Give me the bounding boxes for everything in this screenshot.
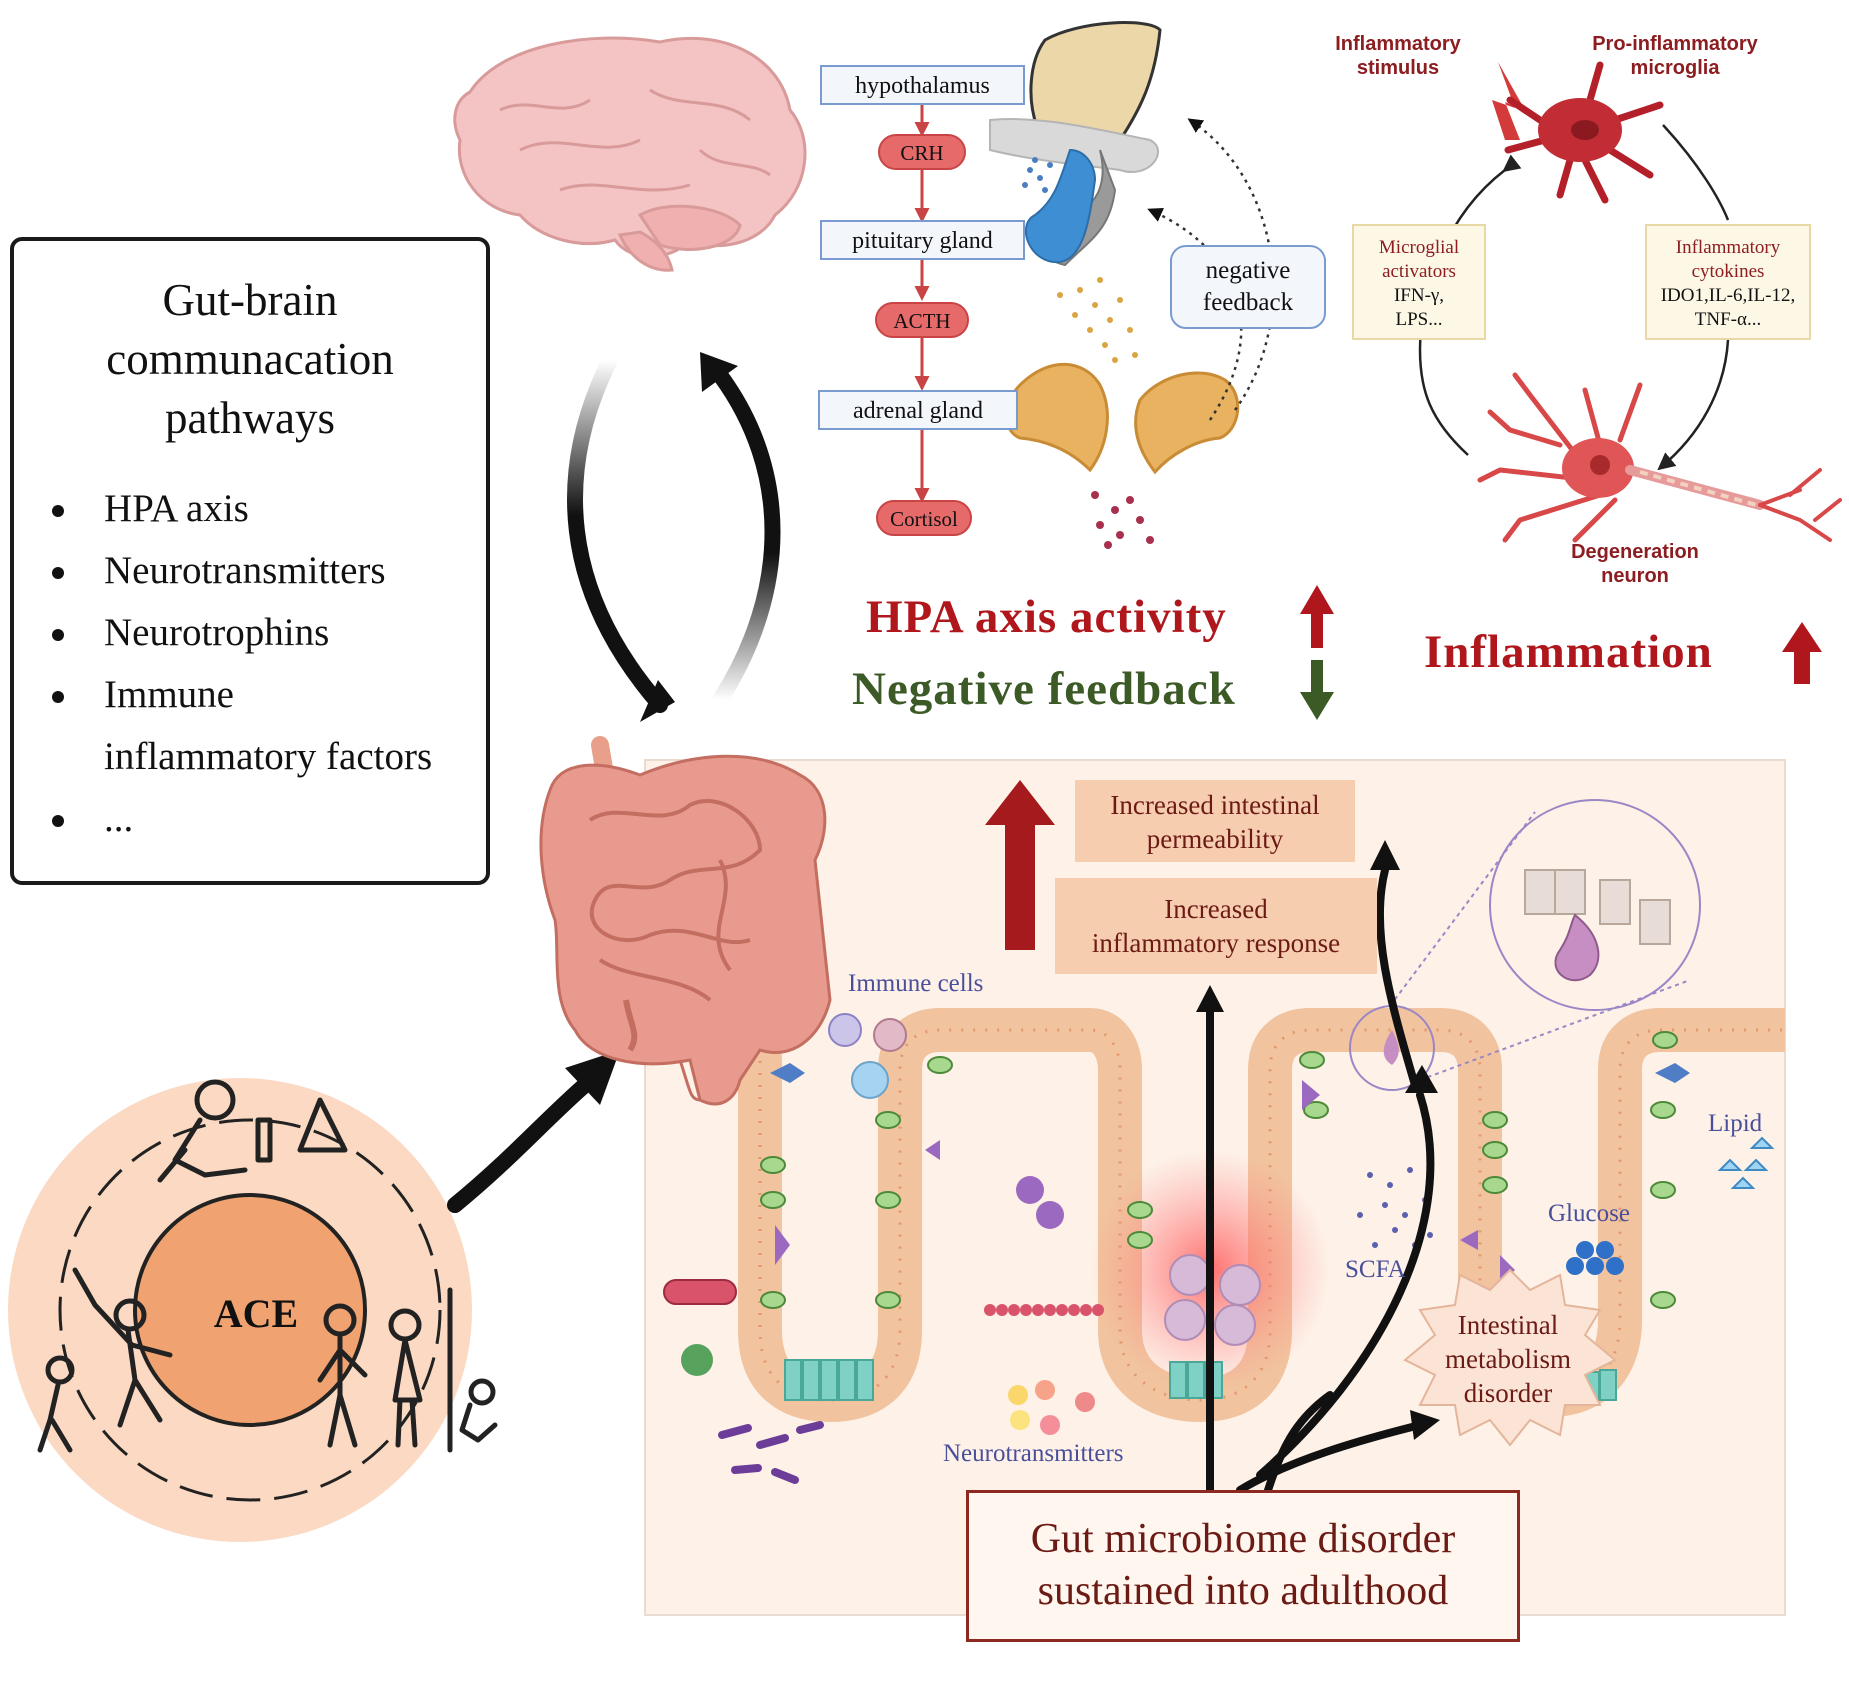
degeneration-neuron bbox=[1477, 372, 1842, 543]
pathways-box: Gut-brain communacation pathways HPA axi… bbox=[10, 237, 490, 885]
scfa-label: SCFA bbox=[1345, 1256, 1406, 1283]
list-item: Neurotransmitters bbox=[48, 540, 432, 602]
brain-illustration bbox=[453, 36, 807, 272]
inflammation-cycle bbox=[1418, 61, 1842, 543]
gut-internal-arrows bbox=[1206, 866, 1435, 1504]
list-item-continued: inflammatory factors bbox=[104, 735, 433, 778]
metabolism-disorder-label: Intestinal metabolism disorder bbox=[1445, 1310, 1571, 1408]
immune-cell-icons bbox=[770, 1013, 1690, 1099]
scfa-dots bbox=[1357, 1167, 1433, 1248]
gut-microbiome-disorder-box: Gut microbiome disorder sustained into a… bbox=[966, 1490, 1520, 1642]
inflammation-label: Inflammation bbox=[1424, 626, 1713, 678]
neurotransmitter-dots bbox=[1008, 1380, 1095, 1435]
pituitary-illustration bbox=[989, 21, 1162, 363]
inflammation-up-arrow bbox=[1782, 622, 1822, 684]
ace-circle bbox=[8, 1078, 498, 1542]
gut-up-arrow bbox=[985, 780, 1055, 950]
inflammatory-response-box: Increased inflammatory response bbox=[1055, 878, 1377, 974]
neurotransmitters-label: Neurotransmitters bbox=[943, 1440, 1124, 1467]
degeneration-neuron-label: Degeneration neuron bbox=[1571, 541, 1699, 587]
negative-feedback-box: negative feedback bbox=[1170, 245, 1326, 329]
cytokines-heading: Inflammatory cytokines bbox=[1675, 237, 1781, 282]
microbes bbox=[663, 1176, 1104, 1484]
hpa-activity-label: HPA axis activity bbox=[866, 591, 1227, 643]
ace-to-gut-arrow bbox=[447, 1050, 620, 1213]
negative-feedback-label: Negative feedback bbox=[852, 663, 1236, 715]
inflammatory-cytokines-box: Inflammatory cytokines IDO1,IL-6,IL-12, … bbox=[1645, 224, 1811, 340]
list-item: ... bbox=[48, 788, 432, 850]
gut-panel bbox=[539, 736, 1786, 1616]
metabolism-starburst bbox=[1403, 1268, 1617, 1447]
inflammatory-stimulus-label: Inflammatory stimulus bbox=[1335, 33, 1461, 79]
brain-gut-arrows bbox=[567, 352, 781, 722]
glucose-dots bbox=[1566, 1241, 1624, 1275]
permeability-box: Increased intestinal permeability bbox=[1075, 780, 1355, 862]
immune-cells-label: Immune cells bbox=[848, 970, 984, 997]
pituitary-box: pituitary gland bbox=[820, 220, 1025, 260]
microglia-cell bbox=[1504, 61, 1664, 204]
list-item: Immune bbox=[48, 664, 432, 726]
lipid-label: Lipid bbox=[1708, 1110, 1763, 1137]
acth-pill: ACTH bbox=[875, 302, 969, 338]
list-item: HPA axis bbox=[48, 478, 432, 540]
activators-body: IFN-γ, LPS... bbox=[1393, 285, 1445, 330]
hpa-activity-up-arrow bbox=[1300, 585, 1334, 648]
cortisol-pill: Cortisol bbox=[876, 500, 972, 536]
microglial-activators-box: Microglial activators IFN-γ, LPS... bbox=[1352, 224, 1486, 340]
pathways-title: Gut-brain communacation pathways bbox=[106, 275, 394, 443]
intestine-illustration bbox=[539, 736, 832, 1106]
ace-label: ACE bbox=[213, 1291, 299, 1336]
pathways-list: HPA axis Neurotransmitters Neurotrophins… bbox=[48, 478, 432, 850]
glucose-label: Glucose bbox=[1548, 1200, 1630, 1227]
adrenal-box: adrenal gland bbox=[818, 390, 1018, 430]
negative-feedback-down-arrow bbox=[1300, 660, 1334, 720]
hypothalamus-box: hypothalamus bbox=[820, 65, 1025, 105]
lipid-triangles bbox=[1717, 1136, 1775, 1189]
microglia-label: Pro-inflammatory microglia bbox=[1592, 33, 1758, 79]
cytokines-body: IDO1,IL-6,IL-12, TNF-α... bbox=[1660, 285, 1796, 330]
zoom-circle bbox=[1349, 799, 1701, 1091]
adrenal-gland-illustration bbox=[1005, 362, 1240, 549]
list-item: Neurotrophins bbox=[48, 602, 432, 664]
crh-pill: CRH bbox=[878, 134, 966, 170]
activators-heading: Microglial activators bbox=[1378, 237, 1460, 282]
